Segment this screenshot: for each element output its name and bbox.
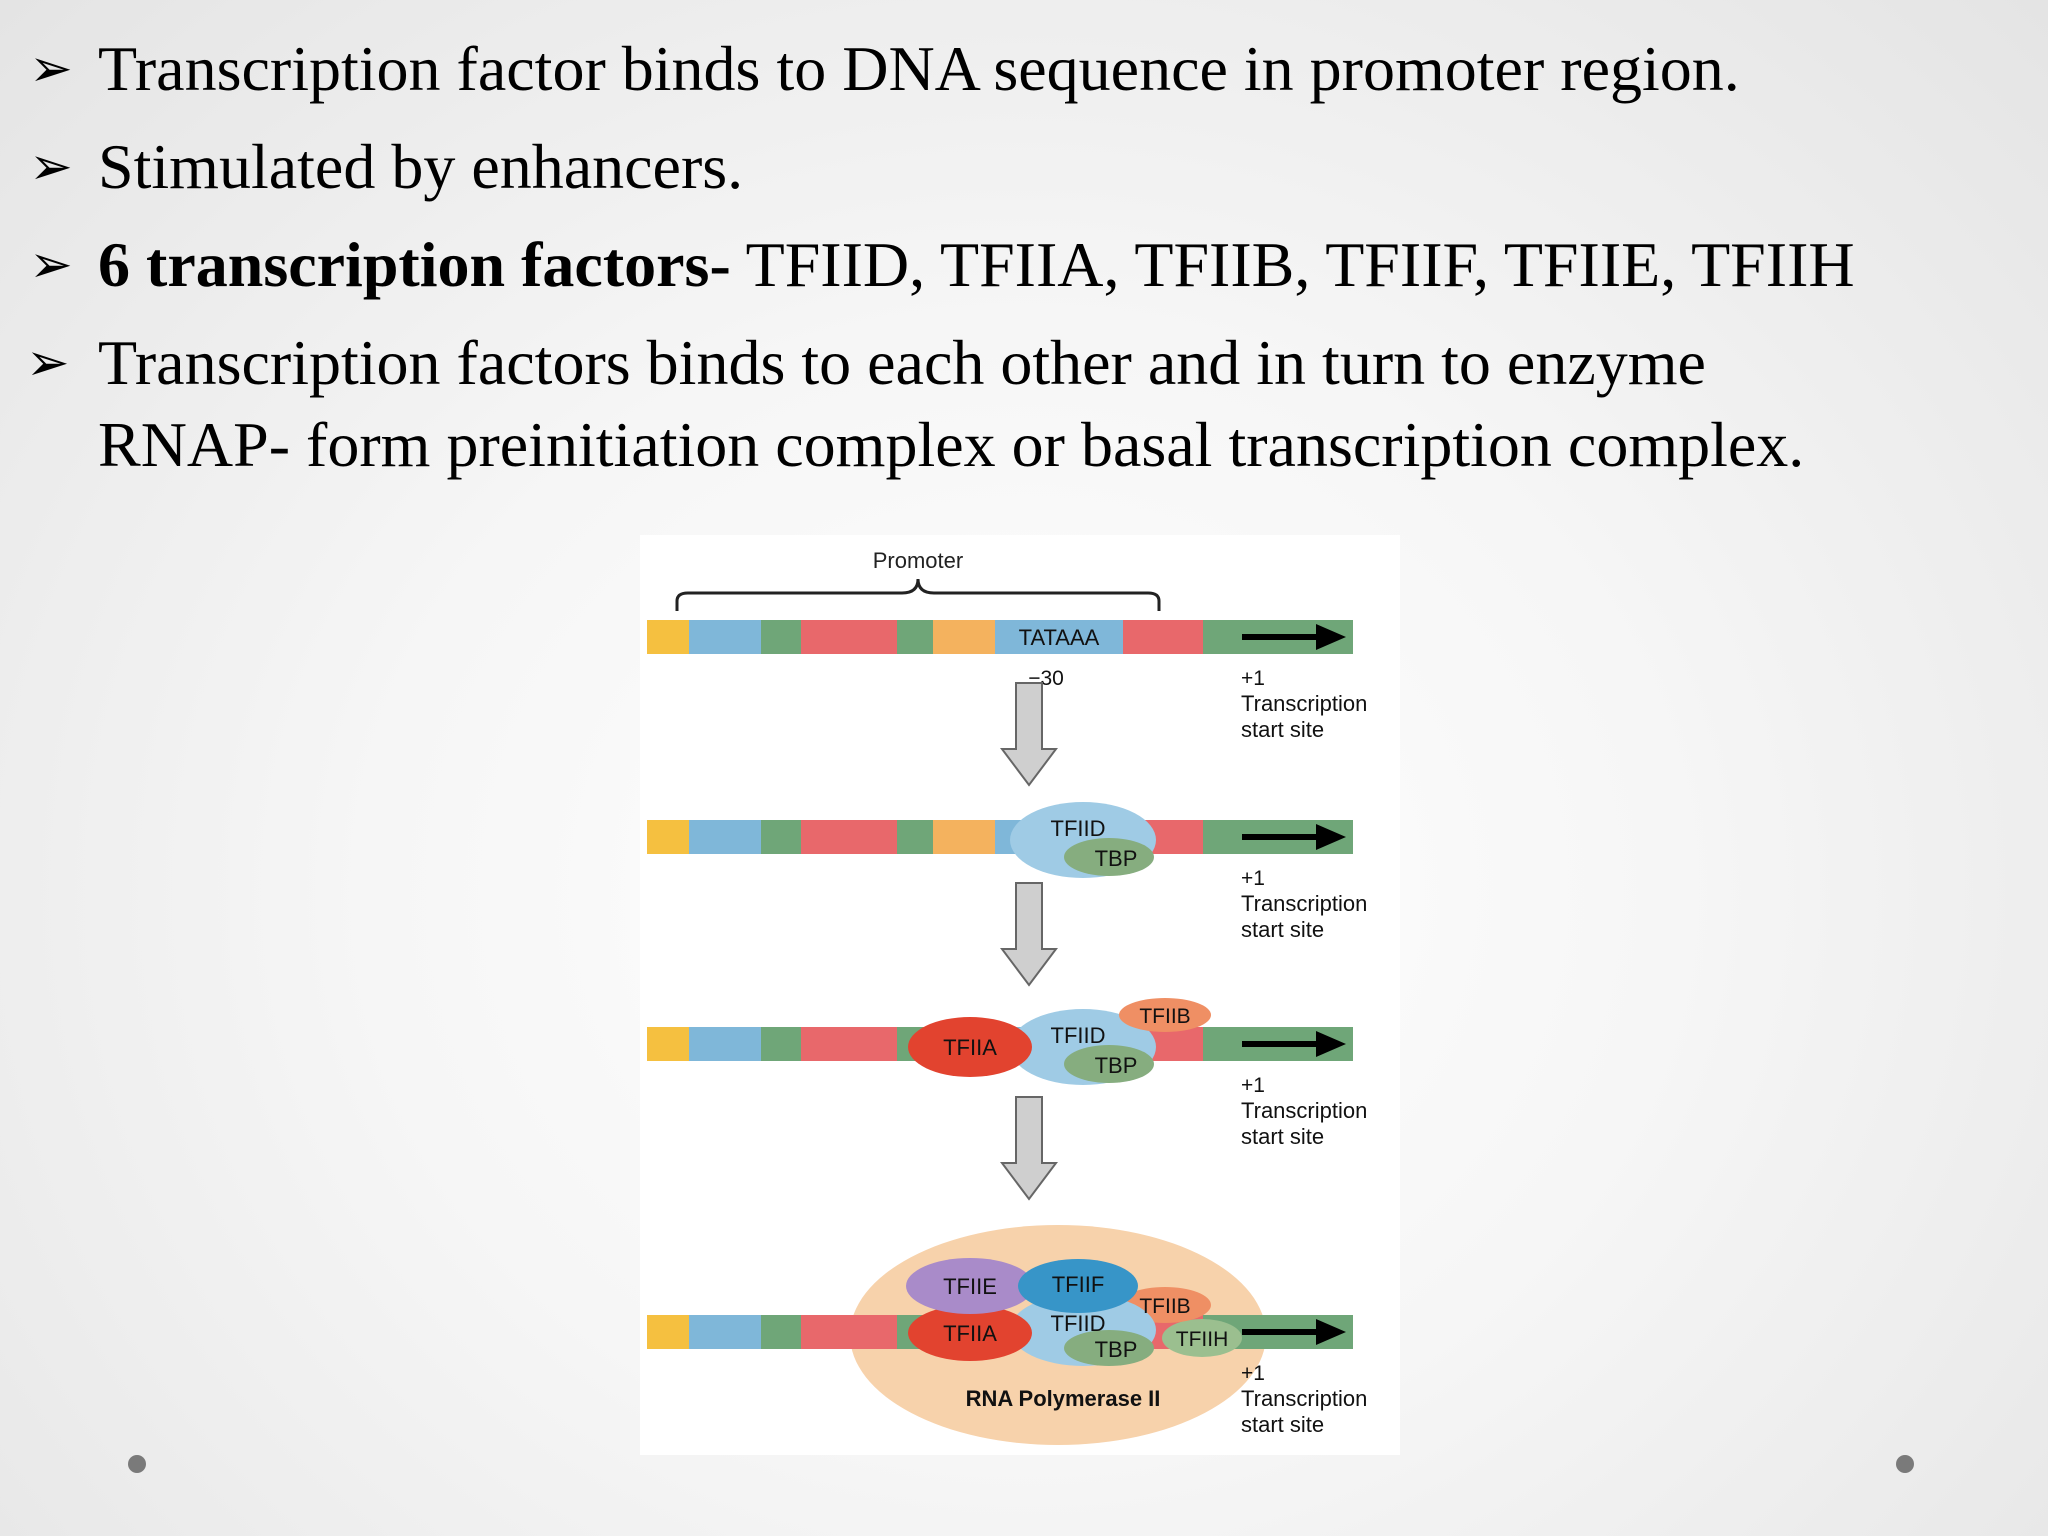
tfiia-blob: [908, 1305, 1032, 1361]
arrowhead-bullet-icon: ➢: [29, 235, 73, 295]
promoter-label: Promoter: [873, 548, 963, 573]
transcription-complex-diagram: Promoter TATAAA −30 +1 Transcription sta…: [640, 535, 1400, 1455]
bullet-1-text: Transcription factor binds to DNA sequen…: [98, 33, 1740, 104]
tbp-blob: [1064, 1330, 1154, 1366]
tfiif-label: TFIIF: [1052, 1272, 1105, 1297]
bullet-3: ➢ 6 transcription factors- TFIID, TFIIA,…: [26, 224, 2026, 306]
tfiib-label: TFIIB: [1139, 1295, 1190, 1318]
tfiia-blob: [908, 1017, 1032, 1077]
plus-1-label: +1: [1241, 1362, 1265, 1385]
tss-label-line-1: Transcription: [1241, 891, 1367, 916]
tfiid-label: TFIID: [1051, 816, 1106, 841]
bullet-4: ➢ Transcription factors binds to each ot…: [26, 322, 2026, 486]
promoter-bracket: [675, 578, 1161, 611]
tata-box-label: TATAAA: [1019, 625, 1100, 650]
tbp-blob: [1064, 838, 1154, 876]
bullet-4-line-1: Transcription factors binds to each othe…: [98, 327, 1706, 398]
tss-label-line-1: Transcription: [1241, 1386, 1367, 1411]
tbp-label: TBP: [1095, 1337, 1138, 1362]
bullet-2: ➢ Stimulated by enhancers.: [26, 126, 2026, 208]
tbp-label: TBP: [1095, 1053, 1138, 1078]
tfiie-blob: [906, 1258, 1034, 1314]
bullet-3-text: TFIID, TFIIA, TFIIB, TFIIF, TFIIE, TFIIH: [730, 229, 1855, 300]
tfiib-label: TFIIB: [1139, 1005, 1190, 1028]
down-arrow-2: [1001, 882, 1057, 986]
tfiih-label: TFIIH: [1176, 1328, 1229, 1351]
arrowhead-bullet-icon: ➢: [29, 39, 73, 99]
tfiia-label: TFIIA: [943, 1035, 997, 1060]
bullet-2-text: Stimulated by enhancers.: [98, 131, 744, 202]
rna-polymerase-ii-label: RNA Polymerase II: [966, 1386, 1161, 1411]
tbp-blob: [1064, 1045, 1154, 1083]
tfiid-label: TFIID: [1051, 1311, 1106, 1336]
arrowhead-bullet-icon: ➢: [29, 137, 73, 197]
tss-label-line-2: start site: [1241, 1124, 1324, 1149]
arrowhead-bullet-icon: ➢: [26, 333, 70, 393]
bullet-list: ➢ Transcription factor binds to DNA sequ…: [26, 28, 2026, 502]
tfiia-label: TFIIA: [943, 1321, 997, 1346]
plus-1-label: +1: [1241, 867, 1265, 890]
tfiid-label: TFIID: [1051, 1023, 1106, 1048]
tss-label-line-1: Transcription: [1241, 1098, 1367, 1123]
tbp-label: TBP: [1095, 846, 1138, 871]
bullet-3-bold-text: 6 transcription factors-: [98, 229, 731, 300]
tss-label-line-2: start site: [1241, 717, 1324, 742]
tss-label-line-2: start site: [1241, 917, 1324, 942]
tss-label-line-2: start site: [1241, 1412, 1324, 1437]
dna-strand-2: [647, 820, 1353, 854]
slide-decoration-dot-left: [128, 1455, 146, 1473]
tfiif-blob: [1018, 1259, 1138, 1313]
bullet-1: ➢ Transcription factor binds to DNA sequ…: [26, 28, 2026, 110]
down-arrow-1: [1001, 682, 1057, 786]
tss-label-line-1: Transcription: [1241, 691, 1367, 716]
tfiih-blob: [1162, 1319, 1242, 1357]
bullet-4-line-2: RNAP- form preinitiation complex or basa…: [98, 409, 1805, 480]
dna-strand-1: [647, 620, 1353, 654]
tfiib-blob: [1119, 998, 1211, 1032]
slide-decoration-dot-right: [1896, 1455, 1914, 1473]
plus-1-label: +1: [1241, 1074, 1265, 1097]
plus-1-label: +1: [1241, 667, 1265, 690]
tfiie-label: TFIIE: [943, 1274, 997, 1299]
down-arrow-3: [1001, 1096, 1057, 1200]
